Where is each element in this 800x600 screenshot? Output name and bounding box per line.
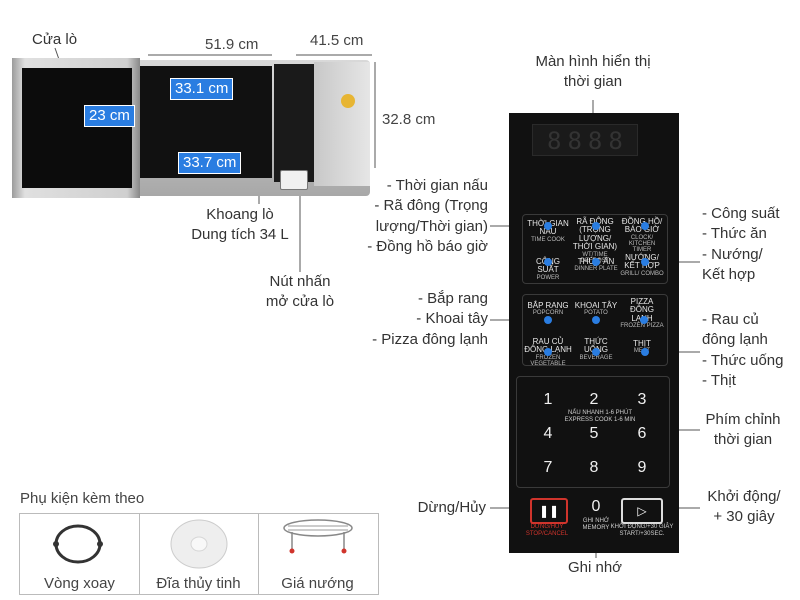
pause-icon: ❚❚	[538, 504, 560, 518]
annotation-dinner: - Thức ăn	[702, 225, 767, 243]
digit-4-key[interactable]: 4	[543, 425, 553, 442]
annotation-potato: - Khoai tây	[416, 310, 488, 328]
annotation-meat: - Thịt	[702, 371, 736, 389]
key-group-numbers	[516, 376, 670, 488]
start-label: Khởi động/ + 30 giây	[696, 487, 792, 528]
annotation-popcorn: - Bắp rang	[417, 290, 488, 307]
open-button-label-line2: mở cửa lò	[265, 293, 335, 311]
digit-1-key[interactable]: 1	[543, 391, 553, 408]
annotation-group-1: - Thời gian nấu - Rã đông (Trọng lượng/T…	[320, 176, 488, 257]
marker-dot	[592, 222, 600, 230]
annotation-beverage: - Thức uống	[702, 351, 784, 369]
accessory-caption: Đĩa thủy tinh	[156, 575, 241, 592]
accessories-box: Vòng xoay Đĩa thủy tinh Giá nướng	[19, 513, 379, 595]
marker-dot	[544, 316, 552, 324]
digit-0-key[interactable]: 0	[591, 498, 601, 515]
play-icon: ▷	[637, 504, 647, 518]
accessory-caption: Giá nướng	[281, 575, 354, 592]
depth-dimension: 41.5 cm	[310, 32, 364, 49]
cavity-label-line1: Khoang lò	[206, 206, 274, 223]
glass-plate-icon	[170, 519, 228, 569]
annotation-vegetable-cont: đông lạnh	[702, 331, 768, 349]
annotation-vegetable: - Rau củ	[702, 311, 759, 328]
digit-3-key[interactable]: 3	[637, 391, 647, 408]
width-dimension: 51.9 cm	[205, 36, 259, 53]
marker-dot	[641, 258, 649, 266]
door-label: Cửa lò	[32, 31, 78, 48]
time-display: 8888	[532, 124, 638, 156]
digit-6-key[interactable]: 6	[637, 425, 647, 442]
time-keys-label-line2: thời gian	[713, 431, 773, 449]
grill-rack-icon	[283, 519, 353, 554]
accessory-caption: Vòng xoay	[44, 575, 115, 592]
time-keys-label: Phím chỉnh thời gian	[698, 410, 788, 451]
microwave-door-glass	[22, 68, 132, 188]
accessory-grill-rack: Giá nướng	[258, 514, 377, 594]
annotation-group-4: - Rau củ đông lạnh - Thức uống - Thịt	[702, 310, 783, 391]
annotation-defrost-cont: lượng/Thời gian)	[375, 217, 488, 235]
annotation-grill: - Nướng/	[702, 245, 763, 263]
start-button[interactable]: ▷	[621, 498, 663, 524]
annotation-pizza: - Pizza đông lạnh	[372, 330, 488, 348]
stop-cancel-button[interactable]: ❚❚	[530, 498, 568, 524]
marker-dot	[641, 348, 649, 356]
accessory-glass-plate: Đĩa thủy tinh	[139, 514, 259, 594]
digit-5-key[interactable]: 5	[589, 425, 599, 442]
stop-label: Dừng/Hủy	[417, 499, 486, 516]
roller-ring-icon	[53, 524, 103, 564]
digit-8-key[interactable]: 8	[589, 459, 599, 476]
annotation-group-2: - Công suất - Thức ăn - Nướng/ Kết hợp	[702, 204, 780, 285]
cavity-width-tag: 33.1 cm	[170, 78, 234, 100]
key-group-top	[522, 214, 668, 284]
accessory-roller-ring: Vòng xoay	[20, 514, 140, 594]
cavity-depth-tag: 33.7 cm	[178, 152, 242, 174]
marker-dot	[592, 316, 600, 324]
memory-label: Ghi nhớ	[567, 559, 623, 576]
height-dimension: 32.8 cm	[382, 111, 436, 128]
time-keys-label-line1: Phím chỉnh	[705, 411, 781, 428]
display-label: Màn hình hiển thị thời gian	[513, 52, 673, 93]
cavity-label-line2: Dung tích 34 L	[191, 226, 289, 244]
annotation-time-cook: - Thời gian nấu	[386, 177, 488, 194]
digit-9-key[interactable]: 9	[637, 459, 647, 476]
open-button-label: Nút nhấn mở cửa lò	[250, 272, 350, 313]
marker-dot	[641, 222, 649, 230]
marker-dot	[544, 222, 552, 230]
microwave-control-panel	[274, 64, 314, 182]
annotation-group-3: - Bắp rang - Khoai tây - Pizza đông lạnh	[330, 289, 488, 350]
marker-dot	[592, 258, 600, 266]
key-group-auto	[522, 294, 668, 366]
door-open-button	[280, 170, 308, 190]
digit-7-key[interactable]: 7	[543, 459, 553, 476]
annotation-defrost: - Rã đông (Trọng	[374, 197, 488, 215]
start-label-line2: + 30 giây	[713, 508, 775, 526]
marker-dot	[592, 348, 600, 356]
cavity-height-tag: 23 cm	[84, 105, 135, 127]
start-label-line1: Khởi động/	[707, 488, 781, 505]
control-panel	[509, 113, 679, 553]
cavity-label: Khoang lò Dung tích 34 L	[180, 205, 300, 246]
microwave-side	[314, 62, 370, 186]
marker-dot	[544, 258, 552, 266]
annotation-power: - Công suất	[702, 205, 780, 222]
annotation-grill-cont: Kết hợp	[702, 265, 756, 283]
display-label-line1: Màn hình hiển thị	[535, 53, 651, 70]
marker-dot	[640, 316, 648, 324]
open-button-label-line1: Nút nhấn	[269, 273, 331, 290]
digit-2-key[interactable]: 2	[589, 391, 599, 408]
annotation-clock: - Đồng hồ báo giờ	[367, 237, 488, 255]
display-label-line2: thời gian	[563, 73, 623, 91]
accessories-title: Phụ kiện kèm theo	[20, 490, 145, 507]
microwave-logo-icon	[341, 94, 355, 108]
marker-dot	[544, 348, 552, 356]
